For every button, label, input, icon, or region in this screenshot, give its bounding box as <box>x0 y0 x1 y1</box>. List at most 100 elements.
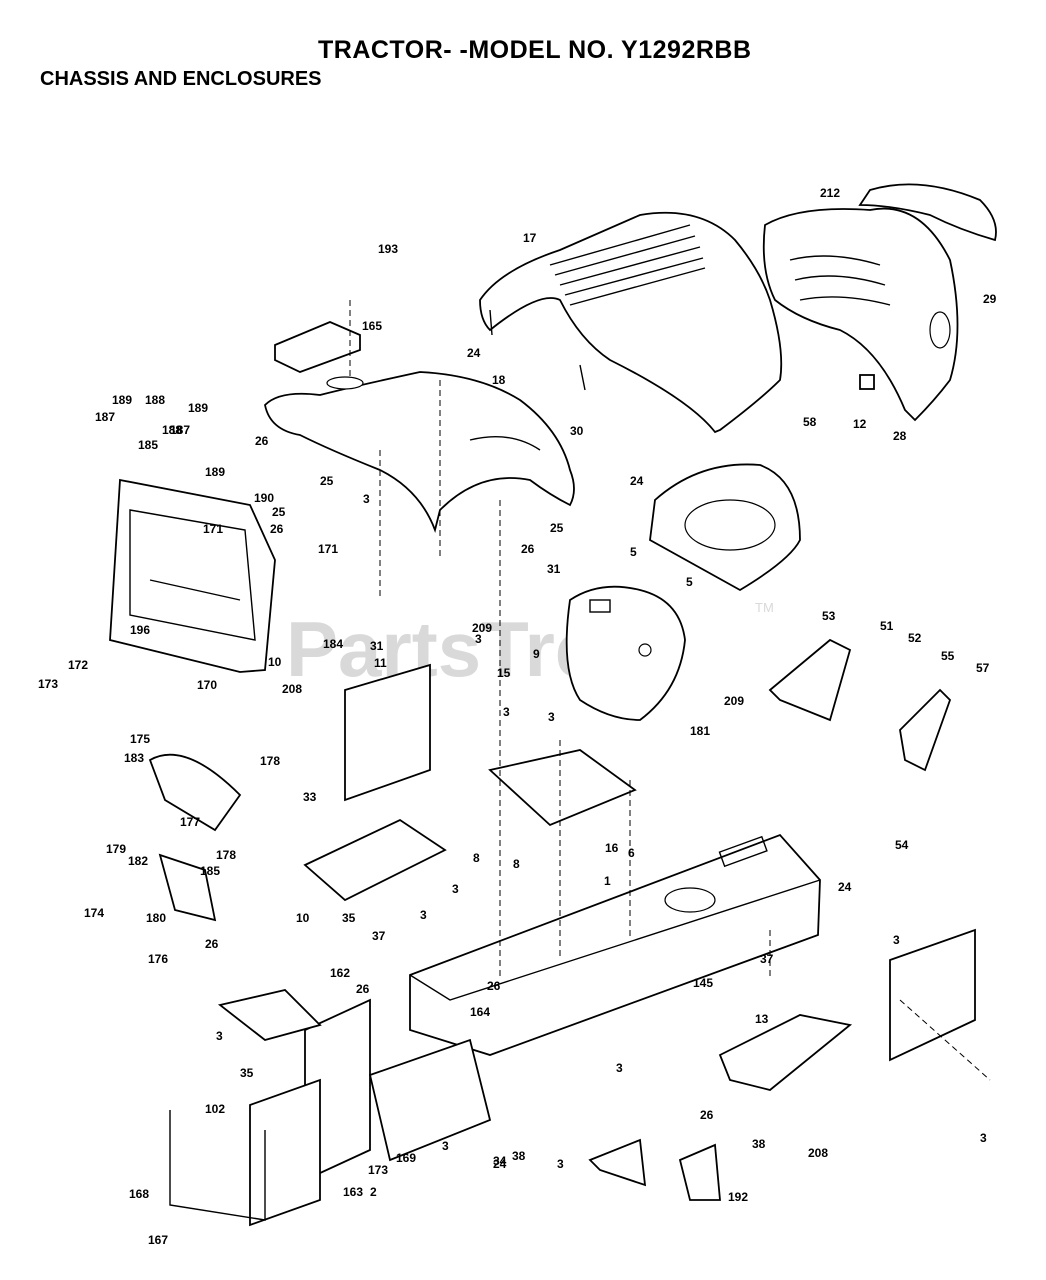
callout-label: 181 <box>690 724 710 738</box>
callout-label: 16 <box>605 841 619 855</box>
callout-label: 3 <box>616 1061 623 1075</box>
pedal-assembly-part <box>158 853 217 922</box>
callout-label: 29 <box>983 292 997 306</box>
callout-label: 5 <box>686 575 693 589</box>
callout-label: 193 <box>378 242 398 256</box>
callout-label: 1 <box>604 874 611 888</box>
side-panel-part <box>344 663 431 802</box>
fender-deck-part <box>264 371 575 534</box>
callout-label: 3 <box>893 933 900 947</box>
callout-label: 187 <box>95 410 115 424</box>
callout-label: 18 <box>492 373 506 387</box>
callout-label: 25 <box>320 474 334 488</box>
front-bumper-part <box>249 998 492 1227</box>
callout-label: 172 <box>68 658 88 672</box>
callout-label: 26 <box>700 1108 714 1122</box>
callout-label: 31 <box>370 639 384 653</box>
callout-label: 163 <box>343 1185 363 1199</box>
callout-label: 184 <box>323 637 343 651</box>
callout-label: 3 <box>503 705 510 719</box>
callout-label: 15 <box>497 666 511 680</box>
hood-part <box>479 211 783 434</box>
callout-label: 3 <box>442 1139 449 1153</box>
callout-label: 26 <box>255 434 269 448</box>
callout-label: 25 <box>550 521 564 535</box>
callout-label: 3 <box>363 492 370 506</box>
dash-plate-part <box>565 585 686 721</box>
callout-label: 55 <box>941 649 955 663</box>
callout-label: 8 <box>513 857 520 871</box>
bracket-part-55 <box>899 688 952 772</box>
bracket-part-53 <box>768 638 852 722</box>
callout-label: 26 <box>356 982 370 996</box>
assembly-guidelines <box>349 300 991 1081</box>
callout-label: 3 <box>548 710 555 724</box>
callout-label: 189 <box>205 465 225 479</box>
callout-label: 189 <box>112 393 132 407</box>
callout-label: 180 <box>146 911 166 925</box>
callout-label: 185 <box>200 864 220 878</box>
callout-label: 51 <box>880 619 894 633</box>
clip-part-12 <box>859 374 875 390</box>
callout-label: 28 <box>893 429 907 443</box>
callout-label: 162 <box>330 966 350 980</box>
callout-label: 5 <box>630 545 637 559</box>
callout-label: 209 <box>724 694 744 708</box>
small-bracket-part-38b <box>678 1143 721 1201</box>
right-side-panel-part <box>889 928 976 1062</box>
callout-label: 178 <box>216 848 236 862</box>
callout-label: 188 <box>162 423 182 437</box>
callout-label: 196 <box>130 623 150 637</box>
callout-label: 37 <box>372 929 386 943</box>
steering-bracket-part <box>148 753 242 832</box>
callout-label: 10 <box>268 655 282 669</box>
callout-label: 3 <box>557 1157 564 1171</box>
callout-label: 185 <box>138 438 158 452</box>
callout-label: 182 <box>128 854 148 868</box>
callout-label: 53 <box>822 609 836 623</box>
callout-label: 212 <box>820 186 840 200</box>
callout-label: 187 <box>170 423 190 437</box>
callout-label: 183 <box>124 751 144 765</box>
seat-plate-part <box>488 749 637 827</box>
callout-label: 188 <box>145 393 165 407</box>
callout-label: 58 <box>803 415 817 429</box>
seat-pan-part <box>274 321 361 373</box>
callout-label: 25 <box>272 505 286 519</box>
callout-label: 31 <box>547 562 561 576</box>
callout-label: 33 <box>303 790 317 804</box>
callout-label: 145 <box>693 976 713 990</box>
left-footrest-part <box>303 818 447 902</box>
callout-label: 24 <box>467 346 481 360</box>
callout-label: 26 <box>487 979 501 993</box>
callout-label: 9 <box>533 647 540 661</box>
callout-label: 12 <box>853 417 867 431</box>
callout-label: 179 <box>106 842 126 856</box>
right-footrest-part <box>718 1014 853 1091</box>
small-bracket-part-38a <box>588 1138 647 1187</box>
callout-label: 57 <box>976 661 990 675</box>
callout-label: 171 <box>318 542 338 556</box>
callout-label: 37 <box>760 952 774 966</box>
watermark-trademark: TM <box>755 600 774 615</box>
callout-label: 209 <box>472 621 492 635</box>
callout-label: 24 <box>630 474 644 488</box>
callout-label: 30 <box>570 424 584 438</box>
callout-label: 169 <box>396 1151 416 1165</box>
callout-label: 38 <box>512 1149 526 1163</box>
callout-label: 52 <box>908 631 922 645</box>
callout-label: 173 <box>368 1163 388 1177</box>
page-title: TRACTOR- -MODEL NO. Y1292RBB <box>318 36 752 64</box>
callout-label: 190 <box>254 491 274 505</box>
battery-box-part <box>649 463 801 592</box>
callout-label: 170 <box>197 678 217 692</box>
callout-label: 102 <box>205 1102 225 1116</box>
callout-label: 34 <box>493 1154 507 1168</box>
callout-label: 10 <box>296 911 310 925</box>
callout-label: 176 <box>148 952 168 966</box>
callout-label: 26 <box>205 937 219 951</box>
callout-label: 26 <box>521 542 535 556</box>
callout-label: 164 <box>470 1005 490 1019</box>
